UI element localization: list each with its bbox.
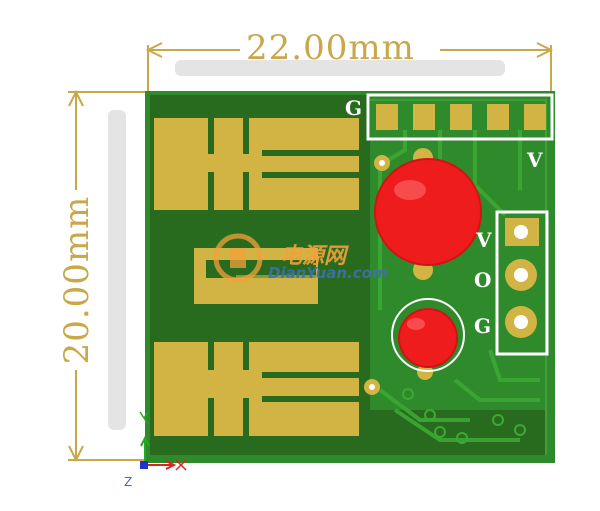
side-pin-v-label: V — [476, 228, 492, 252]
height-dimension-label: 20.00mm — [57, 195, 97, 365]
antenna-pad-top — [154, 118, 359, 210]
small-led-ring — [391, 298, 465, 372]
axis-z-label: Z — [124, 475, 133, 489]
axis-gizmo-icon — [139, 411, 187, 471]
side-pin-g-label: G — [474, 314, 492, 338]
antenna-pad-bottom-slots — [208, 342, 359, 436]
watermark-site-text: DianYuan.com — [268, 264, 388, 282]
header-ground-label: G — [345, 96, 363, 120]
large-led — [374, 158, 482, 266]
watermark-logo-icon — [213, 233, 263, 283]
side-pins-box — [495, 210, 549, 356]
watermark-cn-text: 电源网 — [280, 244, 347, 269]
ghost-dimension-marks — [108, 60, 505, 430]
header-vcc-label: V — [527, 148, 543, 172]
header-pins-box — [366, 93, 554, 141]
header-pins — [376, 104, 546, 130]
side-pin-o-label: O — [474, 268, 492, 292]
small-led — [398, 308, 458, 368]
small-vias — [402, 388, 526, 444]
side-pins — [505, 218, 539, 338]
height-dimension-lines — [68, 89, 145, 463]
width-dimension-label: 22.00mm — [246, 28, 415, 68]
width-dimension-lines — [145, 42, 554, 92]
antenna-pad-bottom — [154, 342, 359, 436]
antenna-pad-top-slots — [208, 118, 359, 210]
